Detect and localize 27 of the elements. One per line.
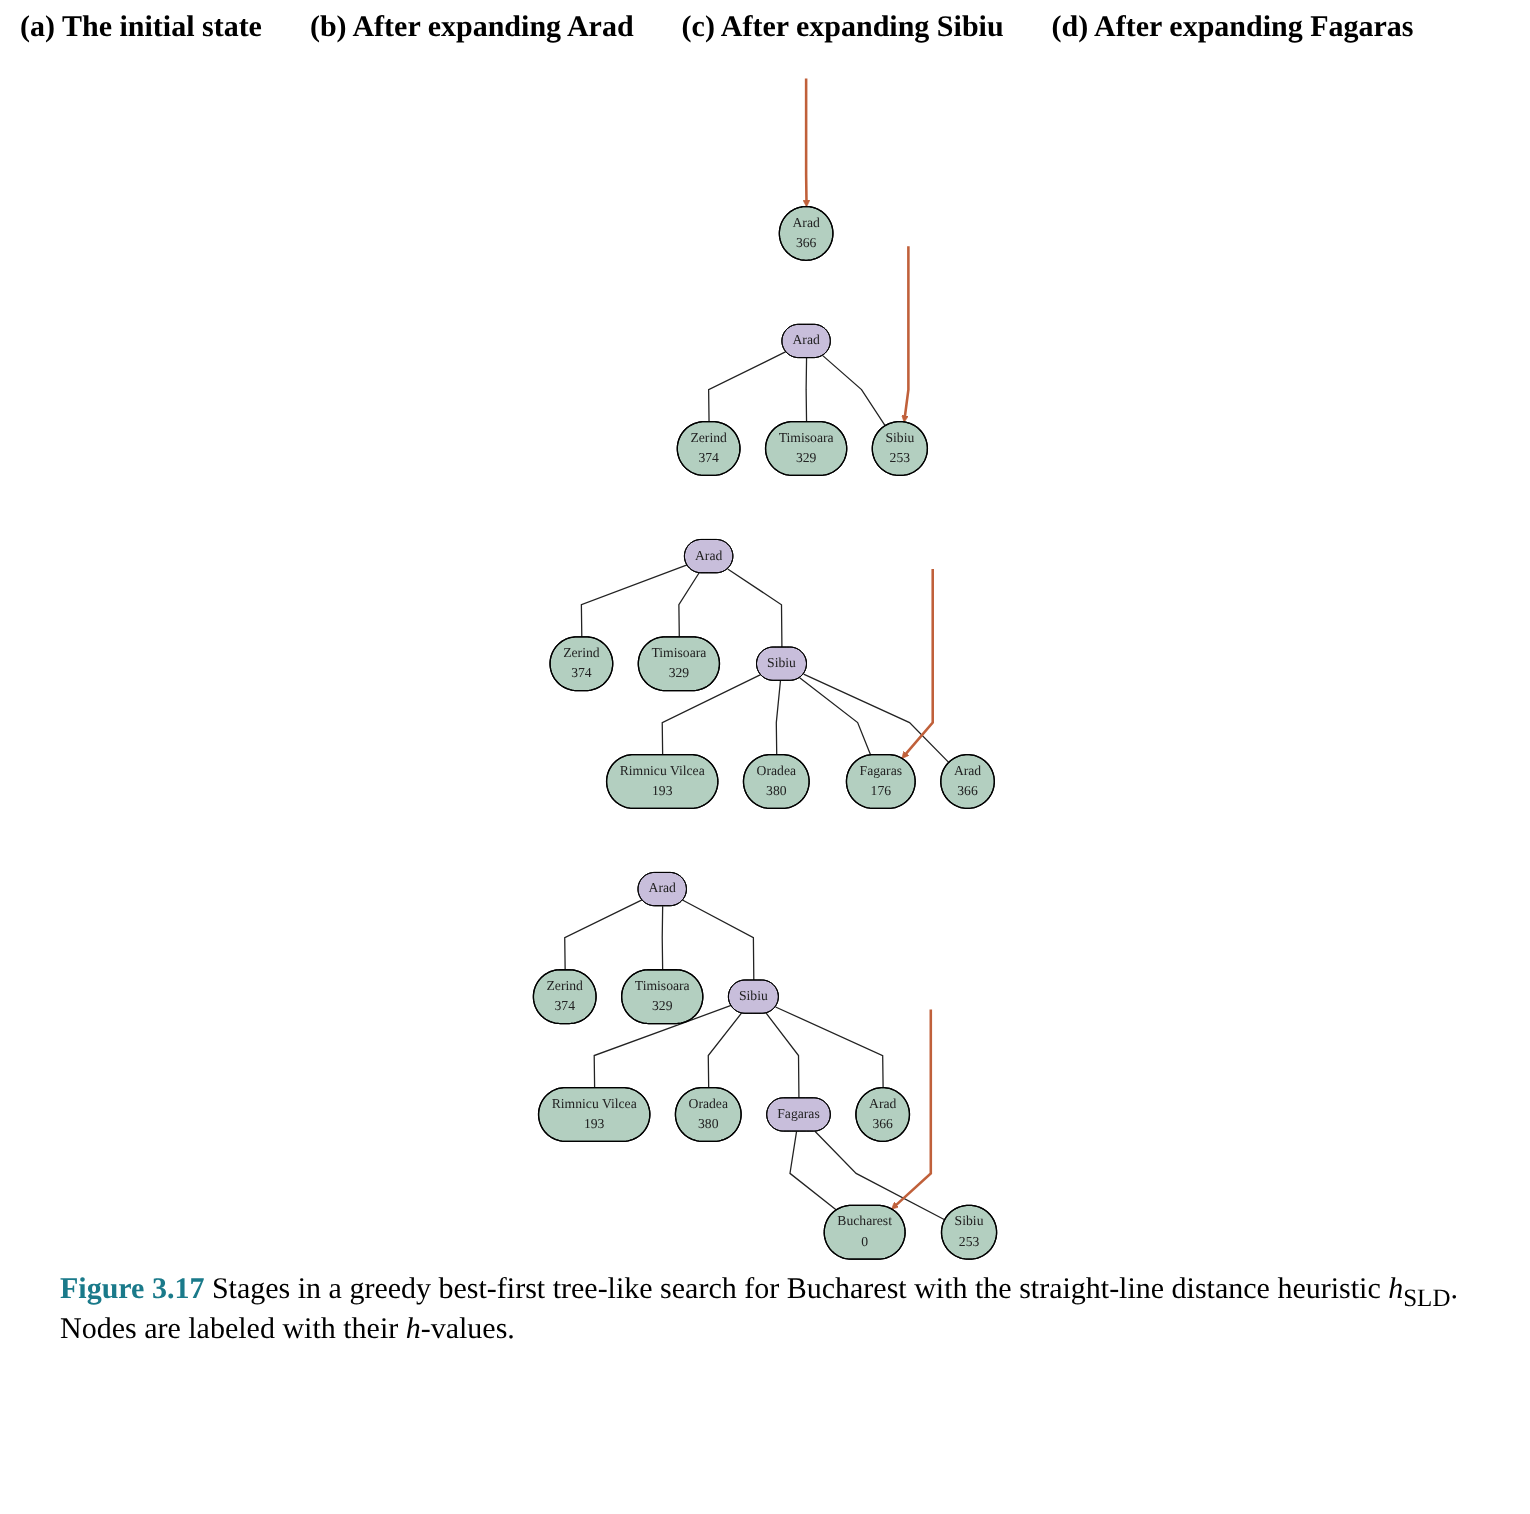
connector [805, 357, 808, 423]
connector [802, 673, 950, 764]
section-heading: (d) After expanding Fagaras [1051, 12, 1414, 46]
connector [661, 673, 762, 756]
connector [661, 905, 664, 971]
connector [580, 564, 688, 638]
arrow [802, 78, 811, 208]
arrow [901, 568, 934, 759]
connector [682, 899, 755, 982]
connector [727, 568, 783, 649]
connector [814, 1130, 946, 1221]
connector [707, 1012, 743, 1089]
section-heading: (a) The initial state [20, 12, 262, 46]
connector [678, 572, 700, 638]
connector [822, 355, 887, 427]
figure-caption: Figure 3.17 Stages in a greedy best-first tree-like search for Bucharest with the straight-line distance heuristic h$_{SLD}$. Nodes are labeled with their h-values. [58, 1272, 1460, 1350]
connector [774, 1006, 884, 1089]
arrow [891, 1009, 933, 1210]
section-heading: (c) After expanding Sibiu [681, 12, 1004, 46]
section-heading: (b) After expanding Arad [309, 12, 634, 46]
connector [775, 680, 782, 756]
arrow [901, 246, 910, 423]
connector [593, 1004, 732, 1089]
connector [765, 1012, 800, 1099]
connector [708, 351, 787, 423]
connector [564, 899, 643, 971]
connector [799, 677, 872, 756]
